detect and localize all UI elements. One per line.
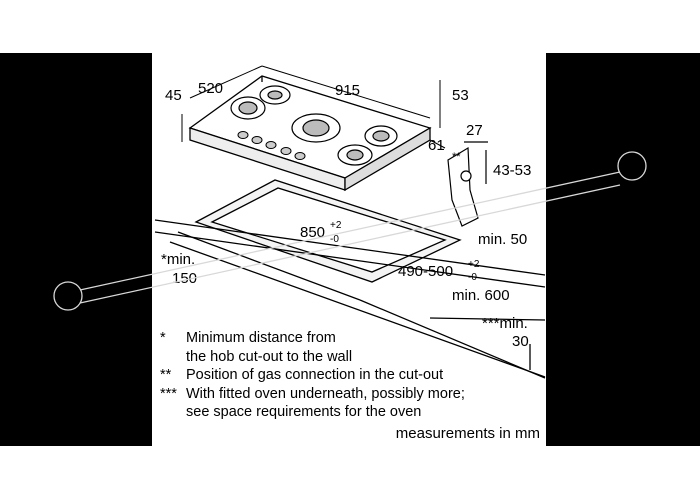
legend-row: ** Position of gas connection in the cut…: [160, 366, 540, 385]
legend-row: *** With fitted oven underneath, possibl…: [160, 385, 540, 422]
legend-text: Position of gas connection in the cut-ou…: [186, 367, 444, 383]
legend-row: * Minimum distance from the hob cut-out …: [160, 329, 540, 366]
min-wall-label: *min.: [161, 251, 195, 268]
control-knobs: [237, 131, 306, 160]
footnote-legend: * Minimum distance from the hob cut-out …: [160, 329, 540, 422]
min-oven-label: ***min.: [482, 315, 528, 332]
cutout-width-label: 850: [300, 224, 325, 241]
cutout-depth-label: 490-500: [398, 263, 453, 280]
min-wall-value: 150: [172, 270, 197, 287]
hob-dimension-lines: [181, 65, 446, 149]
side-depth-label: 61: [428, 137, 445, 154]
legend-key: ***: [160, 385, 177, 402]
cutout-depth-tol-minus: -0: [468, 272, 477, 283]
hob-height-label: 45: [165, 87, 182, 104]
gas-offset-label: 27: [466, 122, 483, 139]
legend-key: *: [160, 330, 166, 346]
legend-text: With fitted oven underneath, possibly mo…: [186, 385, 465, 421]
burners: [230, 85, 398, 166]
cutout-width-tol-minus: -0: [330, 234, 339, 245]
min-oven-value: 30: [512, 333, 529, 350]
hob-depth-label: 520: [198, 80, 223, 97]
cutout-width-tol-plus: +2: [330, 220, 342, 231]
cutout-depth-tol-plus: +2: [468, 259, 480, 270]
min-worktop-label: min. 600: [452, 287, 510, 304]
gas-range-label: 43-53: [493, 162, 531, 179]
top-clearance-label: 53: [452, 87, 469, 104]
units-note: measurements in mm: [395, 425, 540, 442]
legend-key: **: [160, 367, 172, 383]
gas-marker-label: **: [452, 151, 461, 163]
min-front-label: min. 50: [478, 231, 527, 248]
legend-text: Minimum distance from the hob cut-out to…: [186, 330, 353, 365]
hob-width-label: 915: [335, 82, 360, 99]
